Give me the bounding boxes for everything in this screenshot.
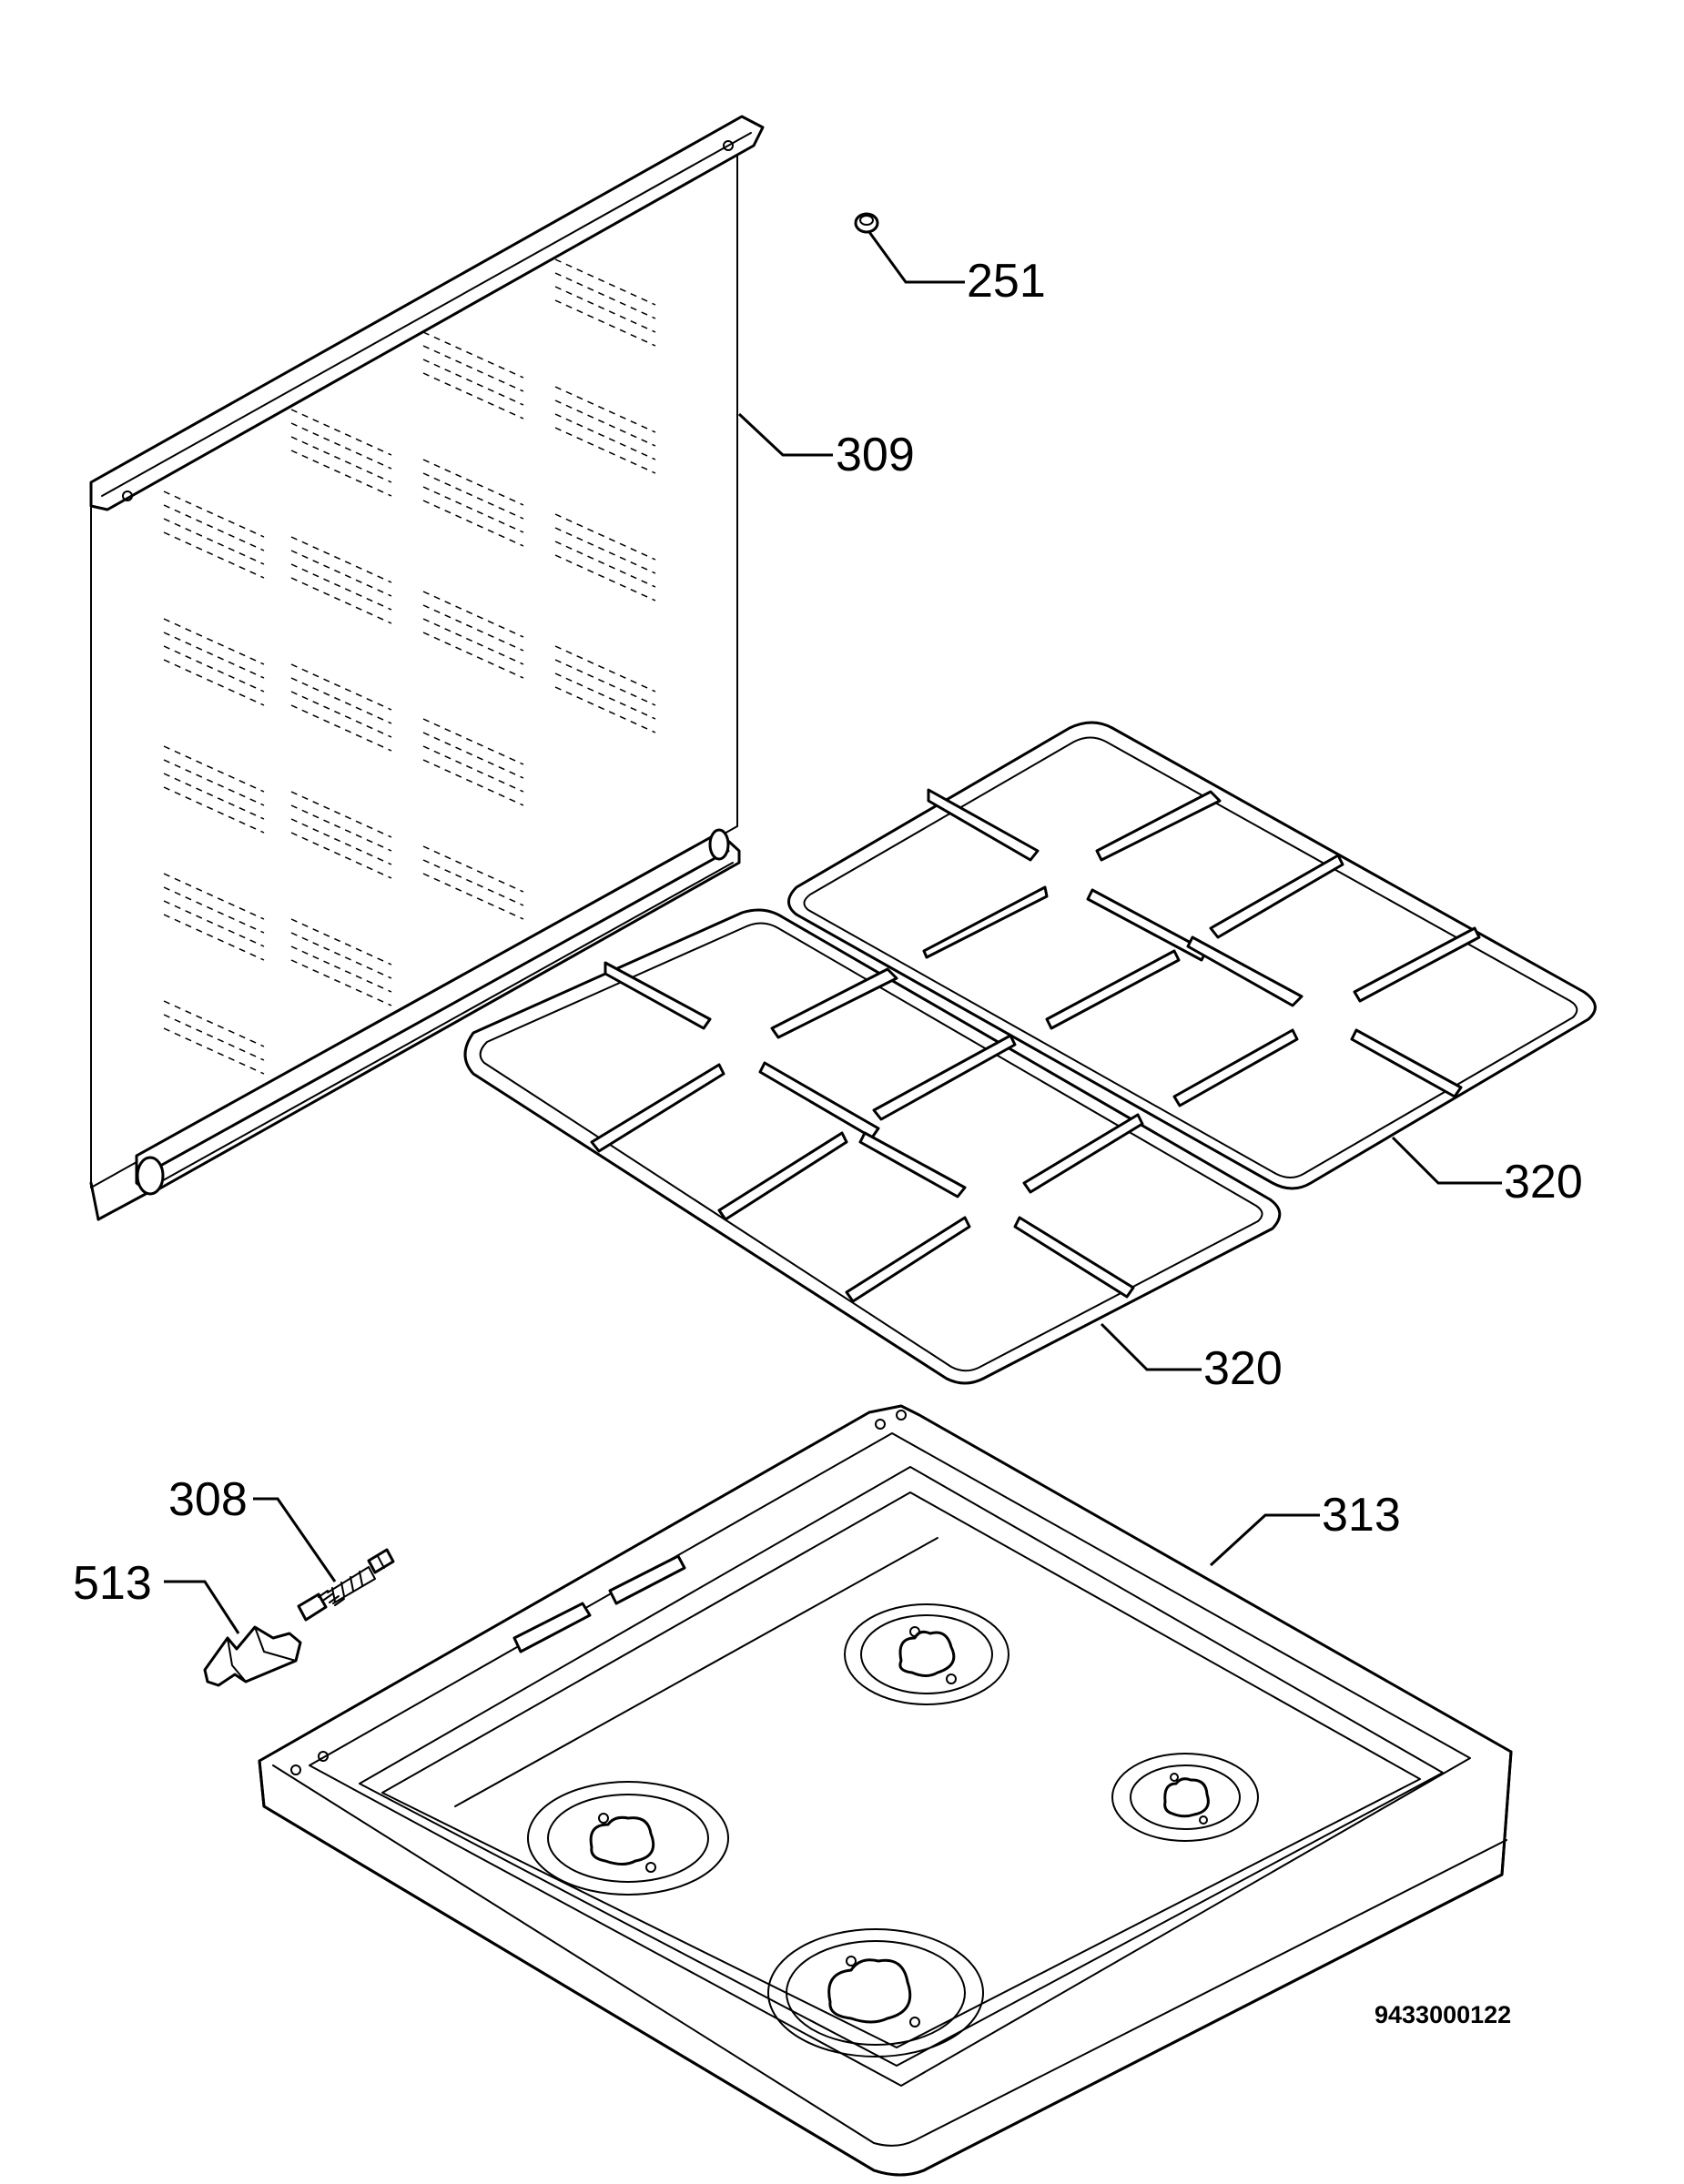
pan-support-320-front [463, 908, 1282, 1385]
spring-plug-308 [297, 1548, 395, 1622]
callout-320-rear: 320 [1504, 1156, 1583, 1208]
leader-309 [737, 412, 833, 457]
callout-513: 513 [73, 1557, 152, 1610]
pan-support-320-rear [787, 721, 1597, 1190]
leader-320-front [1100, 1322, 1202, 1371]
cap-251 [854, 212, 879, 234]
callout-309: 309 [836, 429, 915, 481]
callout-313: 313 [1322, 1489, 1401, 1542]
callout-320-front: 320 [1203, 1342, 1283, 1395]
leader-313 [1209, 1513, 1320, 1567]
burner-recess-front [767, 1928, 984, 2058]
burner-recess-right [1111, 1753, 1259, 1842]
hob-top-313 [258, 1404, 1513, 2177]
leader-513 [164, 1580, 240, 1634]
callout-251: 251 [967, 255, 1046, 308]
burner-recess-rear [844, 1603, 1009, 1705]
leader-308 [253, 1497, 337, 1582]
leader-320-rear [1391, 1136, 1502, 1185]
callout-308: 308 [168, 1473, 248, 1526]
glass-panel-309 [89, 115, 765, 1221]
clip-513 [203, 1625, 302, 1687]
drawing-code: 9433000122 [1375, 2001, 1511, 2028]
leader-251 [867, 231, 965, 284]
burner-recess-left [527, 1781, 729, 1896]
